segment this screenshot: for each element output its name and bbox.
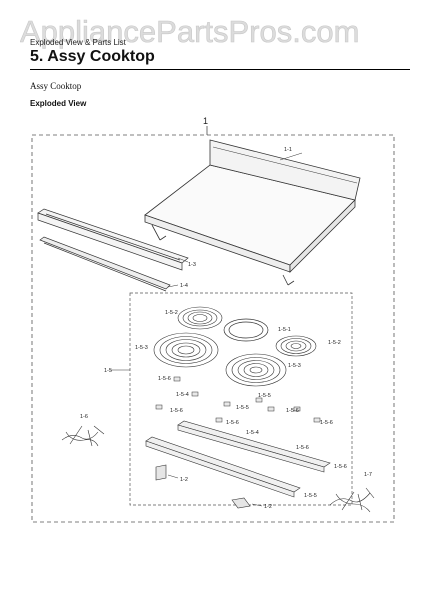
radiant-element-large-right bbox=[225, 353, 287, 387]
callout-1-5-3-b: 1-5-3 bbox=[288, 363, 301, 369]
callout-1-5-5-b: 1-5-5 bbox=[258, 393, 271, 399]
callout-1-6: 1-6 bbox=[80, 414, 88, 420]
callout-1-5-6-a: 1-5-6 bbox=[158, 376, 171, 382]
callout-1-5-5-a: 1-5-5 bbox=[236, 405, 249, 411]
callout-1-5-2-a: 1-5-2 bbox=[165, 310, 178, 316]
callout-1-5-6-f: 1-5-6 bbox=[296, 445, 309, 451]
callout-1-2-a: 1-2 bbox=[180, 477, 188, 483]
support-rail-upper bbox=[177, 420, 331, 473]
callout-1-5-6-d: 1-5-6 bbox=[320, 420, 333, 426]
callout-1-5-6-b: 1-5-6 bbox=[170, 408, 183, 414]
cooktop-frame bbox=[144, 139, 361, 286]
callout-1: 1 bbox=[203, 116, 208, 126]
trim-bracket bbox=[39, 236, 171, 292]
title-divider bbox=[30, 69, 410, 70]
callout-1-3: 1-3 bbox=[188, 262, 196, 268]
wire-harness-left bbox=[61, 425, 105, 447]
callout-1-7: 1-7 bbox=[364, 472, 372, 478]
page-title: 5. Assy Cooktop bbox=[30, 48, 155, 65]
radiant-element-small-left bbox=[177, 306, 223, 330]
callout-1-5-4-c: 1-5-5 bbox=[304, 493, 317, 499]
support-rail-lower bbox=[145, 436, 301, 498]
callout-1-5-6-g: 1-5-6 bbox=[334, 464, 347, 470]
breadcrumb: Exploded View & Parts List bbox=[30, 38, 126, 47]
watermark-text: AppliancePartsPros.com bbox=[20, 14, 359, 49]
callout-1-5: 1-5 bbox=[104, 368, 112, 374]
callout-1-1: 1-1 bbox=[284, 147, 292, 153]
mounting-brackets bbox=[155, 464, 251, 509]
assembly-boundary bbox=[31, 134, 395, 523]
element-ring bbox=[223, 318, 269, 342]
section-subtitle: Assy Cooktop bbox=[30, 81, 82, 91]
callout-1-4: 1-4 bbox=[180, 283, 188, 289]
callout-1-5-2-b: 1-5-2 bbox=[328, 340, 341, 346]
radiant-element-small-right bbox=[275, 335, 317, 357]
callout-1-5-6-e: 1-5-6 bbox=[226, 420, 239, 426]
radiant-element-large-left bbox=[153, 332, 219, 368]
callout-1-5-1: 1-5-1 bbox=[278, 327, 291, 333]
callout-1-5-4-b: 1-5-4 bbox=[246, 430, 259, 436]
wire-harness-right bbox=[329, 487, 375, 513]
callout-1-2-b: 1-2 bbox=[264, 504, 272, 510]
callout-1-5-3-a: 1-5-3 bbox=[135, 345, 148, 351]
exploded-view-label: Exploded View bbox=[30, 99, 87, 108]
front-trim bbox=[37, 208, 189, 271]
watermark-logo: AppliancePartsPros.com bbox=[20, 14, 360, 50]
element-clips bbox=[155, 376, 321, 423]
callout-1-5-4-a: 1-5-4 bbox=[176, 392, 189, 398]
callout-1-5-6-c: 1-5-6 bbox=[286, 408, 299, 414]
